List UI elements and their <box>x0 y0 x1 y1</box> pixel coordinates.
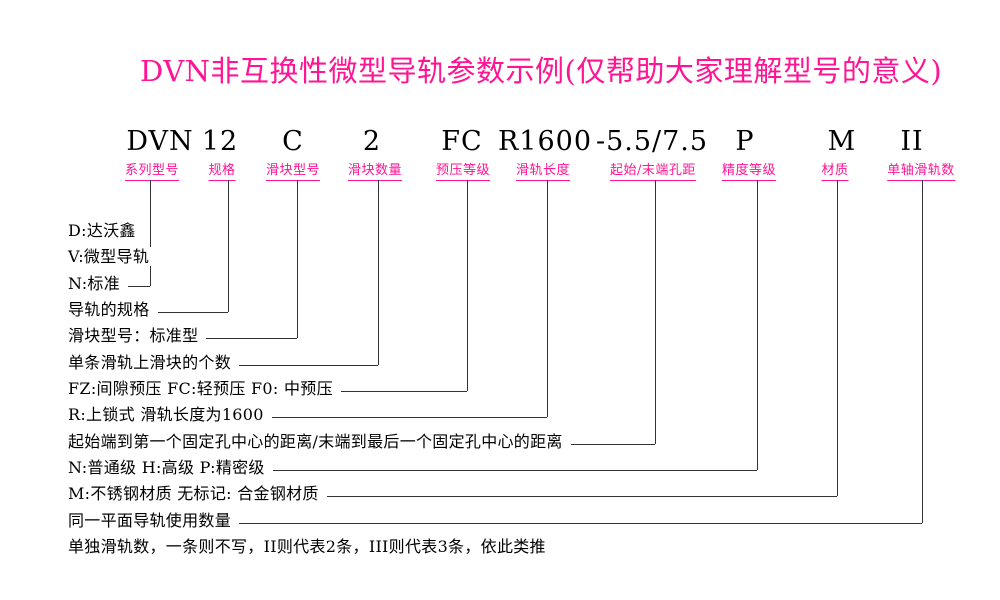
connector-vline-length <box>547 180 548 417</box>
explanation-row: V:微型导轨 <box>68 243 158 266</box>
connector-hline <box>68 470 757 471</box>
connector-vline-preload <box>467 180 468 391</box>
explanation-row: N:普通级 H:高级 P:精密级 <box>68 454 757 477</box>
explanation-row: 同一平面导轨使用数量 <box>68 507 922 530</box>
model-part-label-series: 系列型号 <box>124 159 180 181</box>
model-part-label-size: 规格 <box>208 159 236 181</box>
explanation-text: M:不锈钢材质 无标记: 合金钢材质 <box>68 484 327 503</box>
model-part-code-block: C <box>282 126 304 157</box>
connector-hline <box>68 523 922 524</box>
explanation-row: 单条滑轨上滑块的个数 <box>68 349 378 372</box>
model-part-label-qty: 滑块数量 <box>347 159 403 181</box>
model-part-code-rails: II <box>900 126 924 157</box>
explanation-text: 单条滑轨上滑块的个数 <box>68 353 240 372</box>
explanation-text: N:普通级 H:高级 P:精密级 <box>68 458 273 477</box>
explanation-text: FZ:间隙预压 FC:轻预压 F0: 中预压 <box>68 379 341 398</box>
model-part-code-grade: P <box>735 126 755 157</box>
explanation-row: 导轨的规格 <box>68 296 228 319</box>
explanation-text: 起始端到第一个固定孔中心的距离/末端到最后一个固定孔中心的距离 <box>68 432 571 451</box>
explanation-row: N:标准 <box>68 270 150 293</box>
connector-vline-size <box>228 180 229 312</box>
connector-vline-rails <box>922 180 923 523</box>
model-part-code-size: 12 <box>201 126 239 157</box>
model-part-code-material: M <box>827 126 857 157</box>
explanation-text: 滑块型号：标准型 <box>68 326 207 345</box>
model-part-label-block: 滑块型号 <box>265 159 321 181</box>
model-part-code-length: R1600 <box>497 126 593 157</box>
connector-vline-grade <box>757 180 758 470</box>
explanation-text: 导轨的规格 <box>68 300 158 319</box>
model-part-label-material: 材质 <box>821 159 849 181</box>
explanation-row: FZ:间隙预压 FC:轻预压 F0: 中预压 <box>68 375 467 398</box>
model-part-label-grade: 精度等级 <box>721 159 777 181</box>
model-part-code-pitch: -5.5/7.5 <box>595 126 709 157</box>
model-part-label-rails: 单轴滑轨数 <box>887 159 955 181</box>
explanation-text: V:微型导轨 <box>68 247 158 266</box>
connector-vline-pitch <box>655 180 656 444</box>
connector-vline-qty <box>378 180 379 365</box>
explanation-row: 起始端到第一个固定孔中心的距离/末端到最后一个固定孔中心的距离 <box>68 428 655 451</box>
explanation-text: D:达沃鑫 <box>68 221 144 240</box>
model-part-code-series: DVN <box>126 126 194 157</box>
connector-vline-block <box>297 180 298 338</box>
connector-hline <box>68 496 837 497</box>
connector-vline-series <box>150 180 151 286</box>
explanation-row: 滑块型号：标准型 <box>68 322 297 345</box>
explanation-row: M:不锈钢材质 无标记: 合金钢材质 <box>68 480 837 503</box>
explanation-text: 同一平面导轨使用数量 <box>68 511 240 530</box>
connector-vline-material <box>837 180 838 496</box>
explanation-text: N:标准 <box>68 274 129 293</box>
page-title: DVN非互换性微型导轨参数示例(仅帮助大家理解型号的意义) <box>140 54 943 88</box>
model-part-label-preload: 预压等级 <box>435 159 491 181</box>
explanation-row: R:上锁式 滑轨长度为1600 <box>68 401 547 424</box>
model-part-label-length: 滑轨长度 <box>515 159 571 181</box>
explanation-text: 单独滑轨数，一条则不写，II则代表2条，III则代表3条，依此类推 <box>68 537 554 556</box>
connector-hline <box>68 417 547 418</box>
explanation-text: R:上锁式 滑轨长度为1600 <box>68 405 272 424</box>
explanation-row: 单独滑轨数，一条则不写，II则代表2条，III则代表3条，依此类推 <box>68 533 554 556</box>
explanation-row: D:达沃鑫 <box>68 217 144 240</box>
model-part-label-pitch: 起始/末端孔距 <box>610 159 696 181</box>
model-part-code-qty: 2 <box>362 126 382 157</box>
model-part-code-preload: FC <box>441 126 483 157</box>
